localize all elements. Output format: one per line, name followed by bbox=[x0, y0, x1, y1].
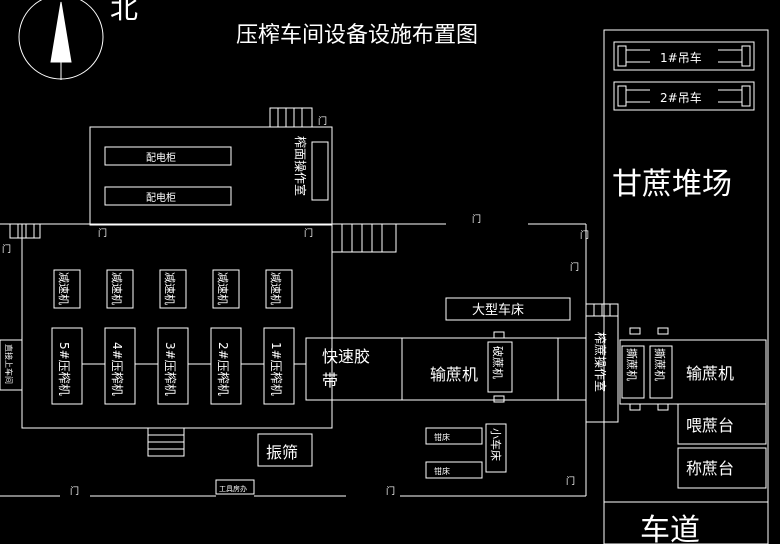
yard-building: 1#吊车 2#吊车 甘蔗堆场 撕蔗机 撕蔗机 输蔗机 喂蔗台 称蔗台 bbox=[603, 29, 769, 503]
mill-label-4: 4#压榨机 bbox=[110, 342, 125, 396]
mill-label-5: 5#压榨机 bbox=[57, 342, 72, 396]
doors: 门 门 门 门 门 门 门 门 门 门 bbox=[2, 115, 589, 497]
crane-1-label: 1#吊车 bbox=[660, 50, 702, 65]
bench-2-label: 钳床 bbox=[434, 466, 450, 476]
door-10: 门 bbox=[566, 475, 575, 487]
crane-2-label: 2#吊车 bbox=[660, 90, 702, 105]
weighing-table-label: 称蔗台 bbox=[686, 459, 734, 478]
mill-panel-label: 榨面操作室 bbox=[293, 136, 308, 196]
road-label: 车道 bbox=[640, 513, 700, 544]
mill-room-label: 榨蔗操作室 bbox=[593, 332, 608, 392]
left-side-label: 直接上车间 bbox=[4, 344, 14, 384]
fast-belt-label-line-2: 带 bbox=[322, 371, 338, 390]
door-1: 门 bbox=[318, 115, 327, 127]
bench-2-box bbox=[425, 461, 483, 479]
outer-walls bbox=[0, 223, 587, 497]
door-5: 门 bbox=[472, 213, 481, 225]
conveyor-mid-label: 输蔗机 bbox=[430, 365, 478, 384]
reducer-label-1: 减速机 bbox=[269, 272, 283, 305]
mill-label-1: 1#压榨机 bbox=[269, 342, 284, 396]
conveyor-line: 快速胶 带 输蔗机 破蔗机 榨蔗操作室 bbox=[305, 303, 619, 423]
bottom-small-box bbox=[215, 479, 255, 495]
large-lathe-box bbox=[445, 297, 571, 321]
door-4: 门 bbox=[2, 243, 11, 255]
power-cabinet-1-label: 配电柜 bbox=[146, 151, 176, 164]
vibrating-screen-label: 振筛 bbox=[266, 443, 298, 462]
cutter-label-3: 破蔗机 bbox=[491, 346, 505, 379]
bottom-small-label: 工具房办 bbox=[219, 484, 247, 493]
door-2: 门 bbox=[98, 227, 107, 239]
mill-hall: 直接上车间 减速机 减速机 减速机 减速机 减速机 5#压榨机 4#压榨机 3#… bbox=[0, 223, 397, 457]
north-label: 北 bbox=[110, 0, 138, 25]
mill-label-2: 2#压榨机 bbox=[216, 342, 231, 396]
sugarcane-yard-label: 甘蔗堆场 bbox=[612, 167, 732, 202]
feeding-table-label: 喂蔗台 bbox=[686, 416, 734, 435]
vibrating-screen-box bbox=[257, 433, 313, 467]
reducer-label-3: 减速机 bbox=[163, 272, 177, 305]
door-9: 门 bbox=[386, 485, 395, 497]
door-6: 门 bbox=[580, 229, 589, 241]
reducer-label-4: 减速机 bbox=[110, 272, 124, 305]
bench-1-label: 钳床 bbox=[434, 432, 450, 442]
fast-belt-label-line-1: 快速胶 bbox=[322, 347, 370, 366]
door-8: 门 bbox=[70, 485, 79, 497]
door-7: 门 bbox=[570, 261, 579, 273]
office-block: 配电柜 配电柜 榨面操作室 bbox=[89, 107, 333, 226]
mill-label-3: 3#压榨机 bbox=[163, 342, 178, 396]
cutter-label-2: 撕蔗机 bbox=[653, 348, 667, 381]
door-3: 门 bbox=[304, 227, 313, 239]
conveyor-right-label: 输蔗机 bbox=[686, 364, 734, 383]
reducer-label-5: 减速机 bbox=[57, 272, 71, 305]
compass: 北 bbox=[18, 0, 138, 80]
road-area bbox=[603, 501, 769, 544]
large-lathe-label: 大型车床 bbox=[472, 302, 524, 318]
small-lathe-box bbox=[485, 423, 507, 473]
cutter-label-1: 撕蔗机 bbox=[625, 348, 639, 381]
power-cabinet-2-label: 配电柜 bbox=[146, 191, 176, 204]
small-lathe-label: 小车床 bbox=[489, 428, 503, 461]
bench-1-box bbox=[425, 427, 483, 445]
diagram-title: 压榨车间设备设施布置图 bbox=[236, 23, 478, 48]
reducer-label-2: 减速机 bbox=[216, 272, 230, 305]
